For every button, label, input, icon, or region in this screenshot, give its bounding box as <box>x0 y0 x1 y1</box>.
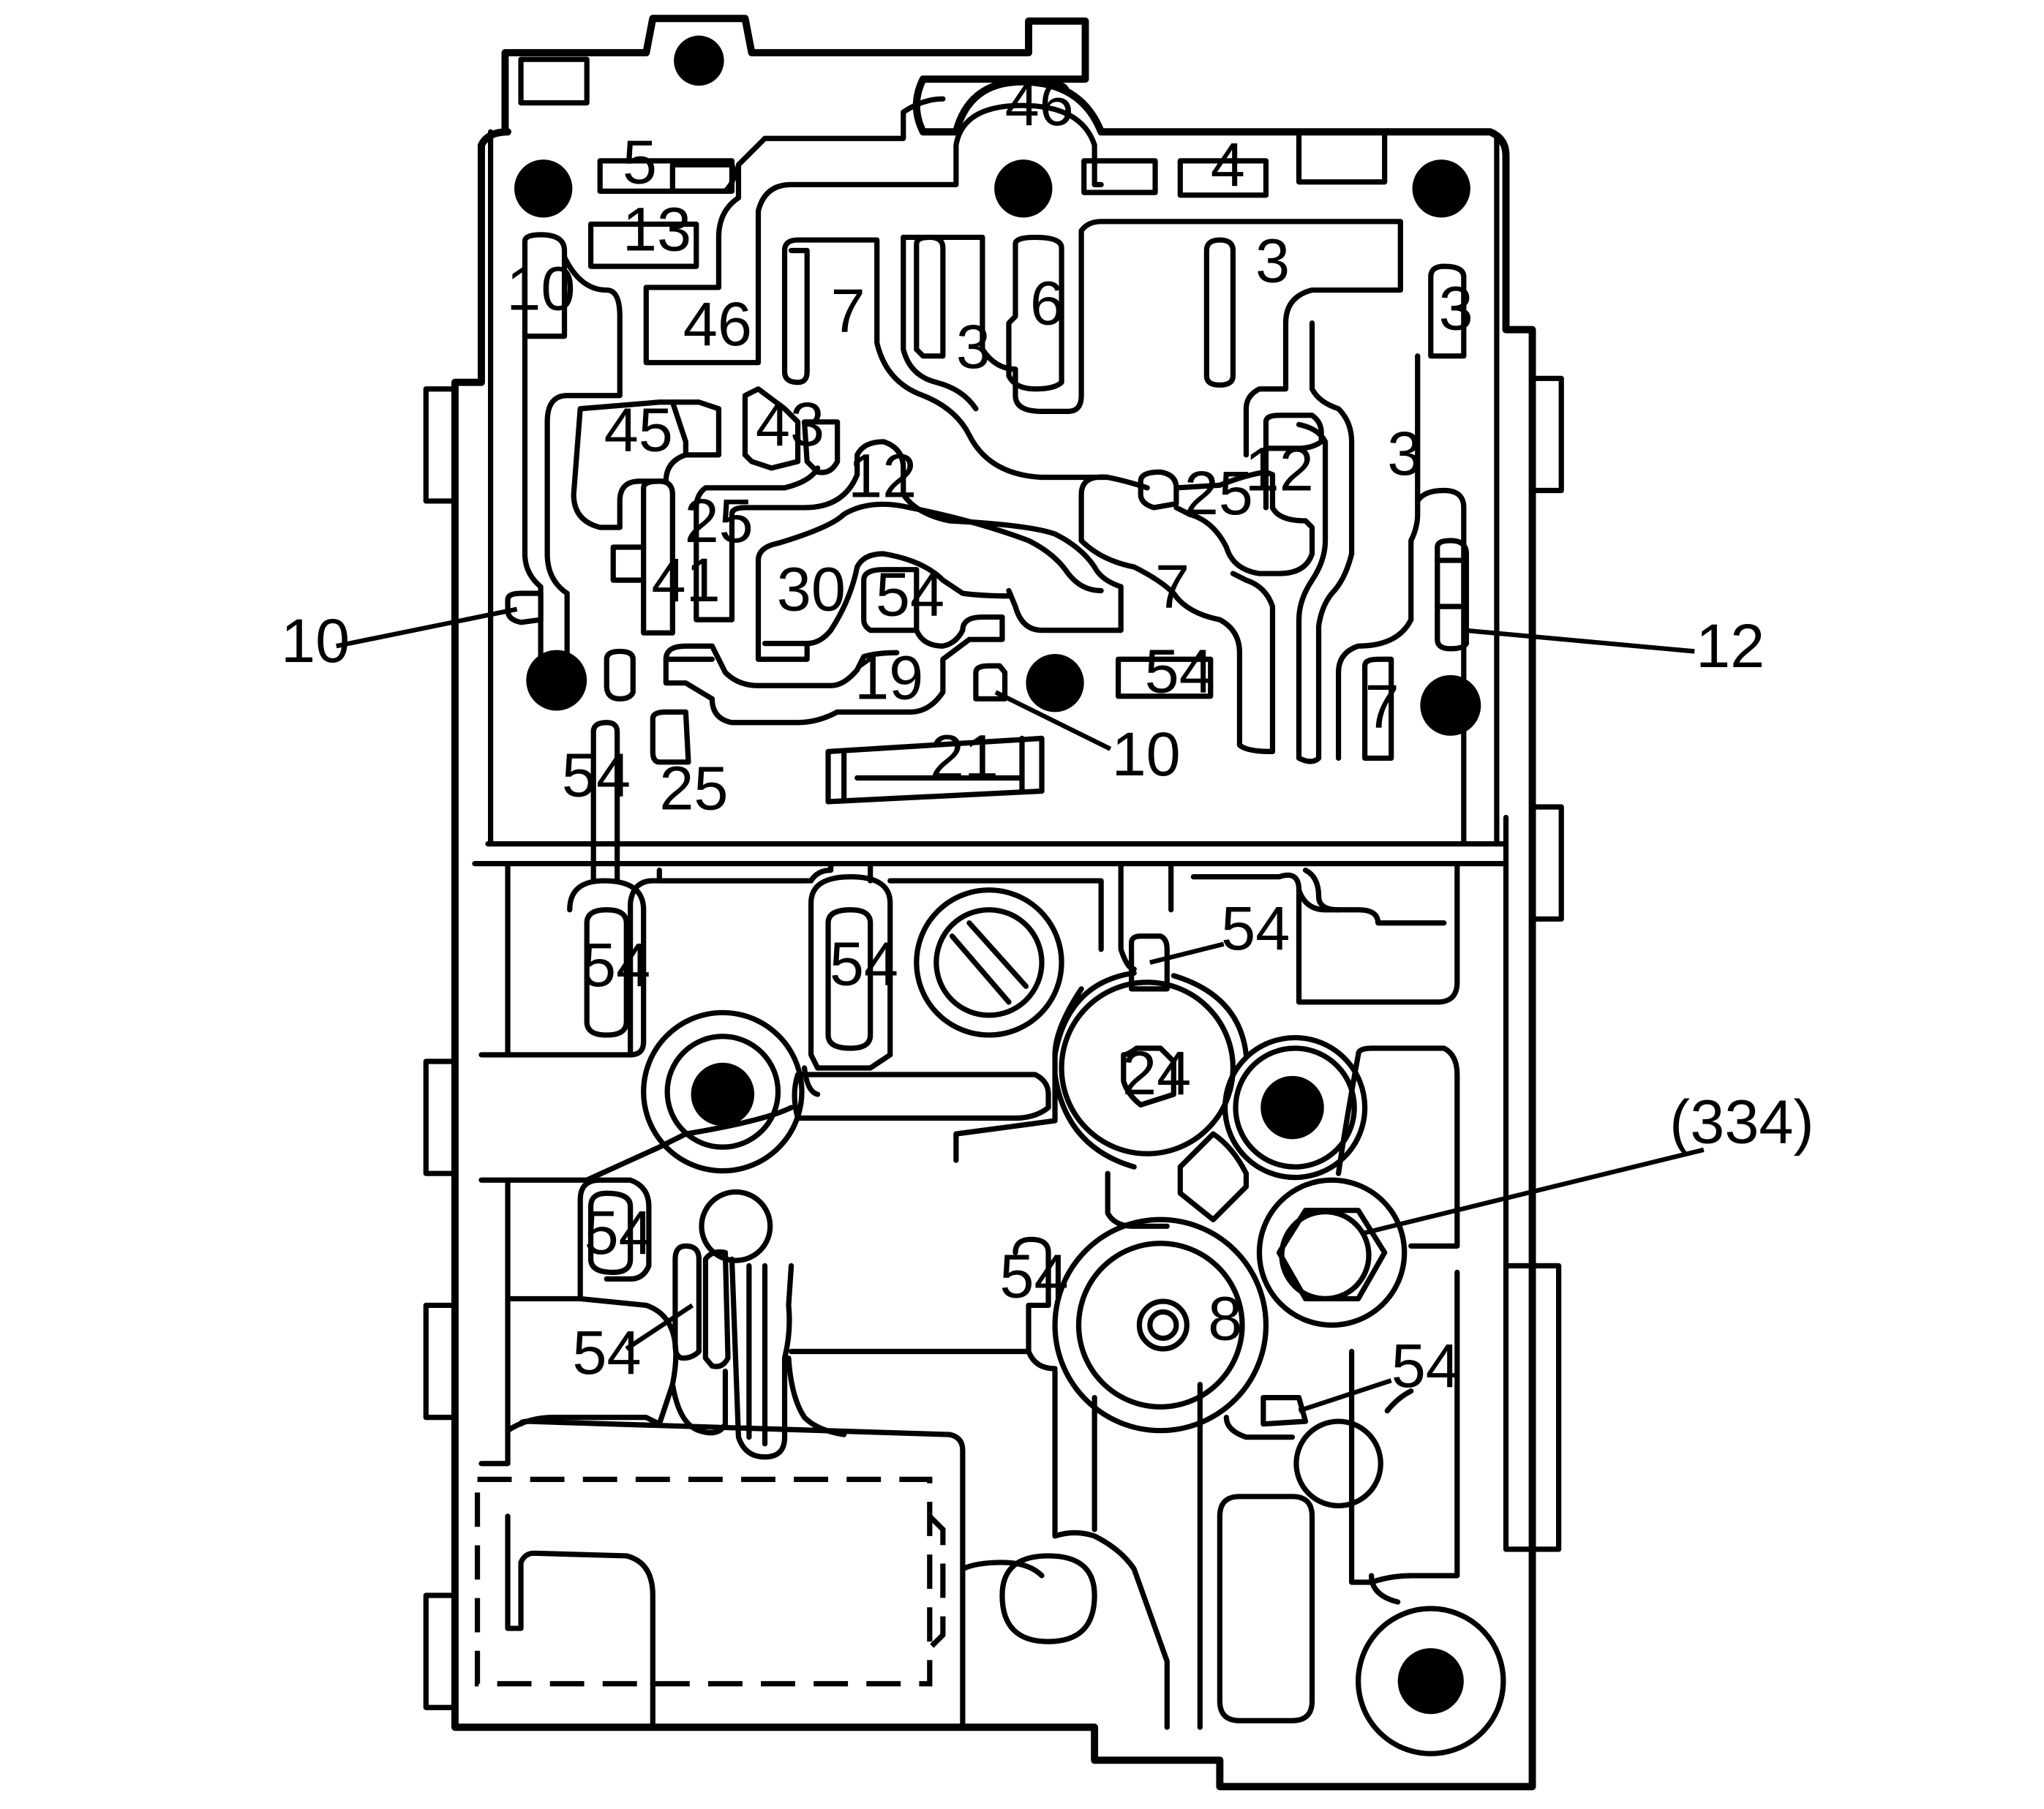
label-46-top: 46 <box>1005 69 1074 138</box>
label-54-e: 54 <box>830 928 898 998</box>
leader-lines <box>336 606 1705 1413</box>
callout-54-lower-right: 54 <box>1391 1331 1460 1400</box>
leader-334 <box>1364 1147 1705 1236</box>
label-46-mid: 46 <box>683 289 752 358</box>
label-12-a: 12 <box>848 441 917 511</box>
label-12-b: 12 <box>1245 435 1314 504</box>
label-25-c: 25 <box>659 753 728 823</box>
label-54-f: 54 <box>585 1197 653 1267</box>
leader-54-upper <box>1149 941 1225 965</box>
upper-channel-plate <box>505 96 1470 884</box>
valve-bores <box>641 887 1506 1756</box>
label-3-a: 3 <box>956 312 991 381</box>
passage-labels: 46 5 4 13 10 46 7 3 6 3 3 45 43 12 12 3 … <box>506 69 1473 1353</box>
callout-10-mid: 10 <box>1112 719 1181 789</box>
leader-10-mid <box>994 690 1112 751</box>
label-21: 21 <box>930 721 999 791</box>
label-25-b: 25 <box>1184 458 1253 527</box>
label-7-c: 7 <box>1365 672 1399 741</box>
label-43: 43 <box>756 389 824 459</box>
label-19: 19 <box>854 642 923 712</box>
callout-54-lower-left: 54 <box>572 1317 641 1387</box>
label-13: 13 <box>623 194 691 263</box>
label-3-c: 3 <box>1439 274 1473 343</box>
bolt-hole <box>1397 1648 1464 1715</box>
label-41: 41 <box>652 545 721 614</box>
label-25-a: 25 <box>685 486 754 555</box>
bolt-hole <box>1412 159 1470 218</box>
label-4: 4 <box>1211 129 1245 199</box>
bolt-hole <box>1026 654 1084 712</box>
label-7-b: 7 <box>1155 552 1190 621</box>
callout-334: (334) <box>1669 1087 1814 1157</box>
label-5: 5 <box>623 127 657 197</box>
label-3-b: 3 <box>1255 226 1290 296</box>
label-3-d: 3 <box>1387 418 1421 488</box>
label-10-left: 10 <box>506 254 575 323</box>
bolt-holes <box>514 35 1481 1715</box>
leader-12-right <box>1463 628 1695 654</box>
label-54-c: 54 <box>562 740 631 810</box>
valve-body-outline <box>451 15 1536 1791</box>
bolt-hole <box>1420 674 1481 736</box>
label-6: 6 <box>1030 268 1064 337</box>
callout-12-right: 12 <box>1696 611 1765 680</box>
bolt-hole <box>994 159 1053 218</box>
label-54-a: 54 <box>876 560 944 629</box>
bolt-hole <box>674 35 724 86</box>
callout-54-upper: 54 <box>1221 893 1290 963</box>
leader-54-lower-right <box>1298 1378 1392 1413</box>
label-54-b: 54 <box>1145 636 1214 705</box>
bolt-hole <box>526 650 587 711</box>
label-54-d: 54 <box>582 930 650 999</box>
callout-labels: 10 12 10 54 (334) 54 54 <box>281 606 1814 1400</box>
label-45: 45 <box>604 394 673 464</box>
leader-54-lower-left <box>625 1303 694 1351</box>
label-30: 30 <box>777 554 846 624</box>
callout-10-left: 10 <box>281 606 350 675</box>
bolt-hole <box>1260 1075 1324 1140</box>
bolt-hole <box>514 159 573 218</box>
label-7-a: 7 <box>831 276 865 345</box>
side-mount-bolts <box>423 375 1564 1710</box>
dashed-component-outline <box>474 1476 933 1687</box>
label-24: 24 <box>1122 1038 1191 1107</box>
label-54-g: 54 <box>999 1241 1068 1311</box>
bolt-hole <box>691 1062 755 1127</box>
leader-10-left <box>336 606 518 649</box>
label-8: 8 <box>1208 1283 1242 1353</box>
dashed-component-outline-notch <box>928 1514 946 1650</box>
